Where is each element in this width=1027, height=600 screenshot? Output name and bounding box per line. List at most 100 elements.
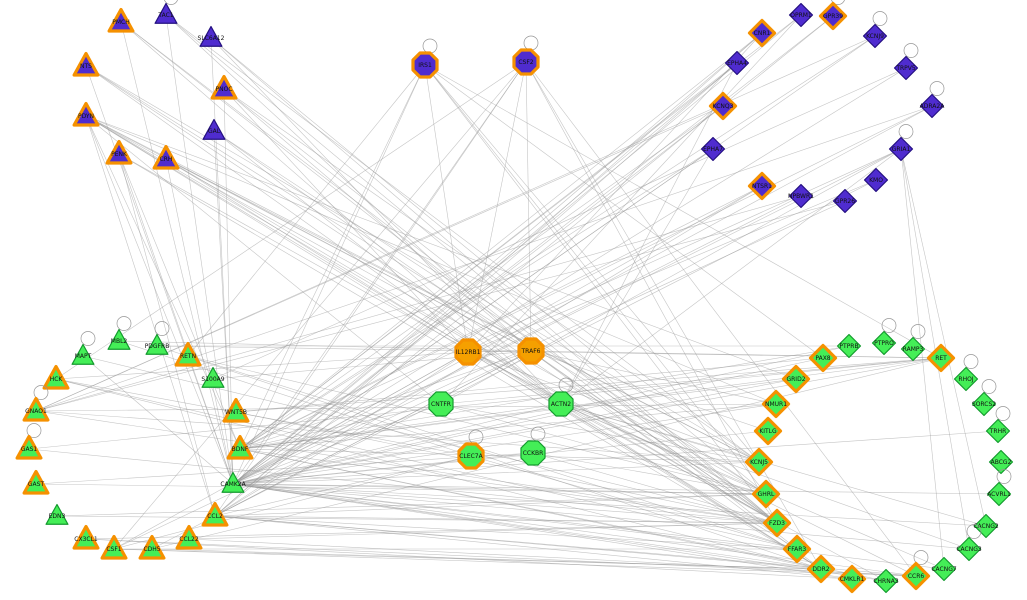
- node-gas1[interactable]: GAS1: [15, 423, 43, 460]
- node-trpv5[interactable]: TRPV5: [893, 43, 919, 81]
- node-acvrl1[interactable]: ACVRL1: [986, 469, 1012, 507]
- triangle-shape: [201, 501, 229, 527]
- node-grid2[interactable]: GRID2: [781, 364, 811, 394]
- node-il12rb1[interactable]: IL12RB1: [454, 338, 482, 366]
- node-csf1[interactable]: CSF1: [100, 534, 128, 560]
- edge-pdyn-nmur1: [85, 115, 777, 405]
- node-ccl22[interactable]: CCL22: [175, 524, 203, 550]
- self-loop: [523, 35, 539, 51]
- node-cckbr[interactable]: CCKBR: [520, 426, 546, 466]
- node-sorcs2[interactable]: SORCS2: [972, 379, 997, 417]
- edge-mapt-fzd3: [82, 355, 778, 524]
- node-gpr26[interactable]: GPR26: [832, 188, 858, 214]
- node-camk2a[interactable]: CAMK2A: [220, 471, 247, 493]
- node-crh[interactable]: CRH: [152, 144, 180, 170]
- node-actn2[interactable]: ACTN2: [548, 377, 574, 417]
- node-mbl2[interactable]: MBL2: [107, 316, 132, 350]
- node-oprm1[interactable]: OPRM1: [788, 2, 814, 28]
- edge-camk2a-pax8: [232, 357, 824, 485]
- node-label: OPRM1: [790, 12, 812, 19]
- node-kcnj9[interactable]: KCNJ9: [862, 11, 888, 49]
- node-gnao1[interactable]: GNAO1: [22, 385, 50, 422]
- edge-csf2-hck: [55, 61, 527, 380]
- node-pax8[interactable]: PAX8: [808, 343, 838, 373]
- node-adra2a[interactable]: ADRA2A: [920, 81, 946, 119]
- edge-pnoc-kcnj5: [223, 88, 760, 463]
- node-gria1[interactable]: GRIA1: [888, 124, 914, 162]
- node-label: TRAF6: [521, 348, 541, 355]
- node-hck[interactable]: HCK: [42, 364, 70, 390]
- node-pdyn[interactable]: PDYN: [72, 101, 100, 127]
- node-ccr6[interactable]: CCR6: [901, 550, 931, 591]
- node-ccl2[interactable]: CCL2: [201, 501, 229, 527]
- edge-actn2-ddr2: [560, 403, 822, 570]
- node-rhoj[interactable]: RHOJ: [953, 354, 979, 392]
- diamond-shape: [888, 136, 914, 162]
- node-penk[interactable]: PENK: [105, 139, 133, 165]
- node-pmch[interactable]: PMCH: [107, 7, 135, 33]
- node-ntsr1[interactable]: NTSR1: [747, 171, 777, 201]
- node-trhr[interactable]: TRHR: [985, 406, 1011, 444]
- node-irs1[interactable]: IRS1: [411, 38, 439, 79]
- node-cntfr[interactable]: CNTFR: [428, 391, 454, 417]
- node-chrna3[interactable]: CHRNA3: [873, 568, 899, 594]
- edge-nts-ghrl: [85, 65, 767, 495]
- node-label: GRID2: [786, 376, 805, 383]
- node-mapt[interactable]: MAPT: [71, 331, 96, 365]
- node-gpr39[interactable]: GPR39: [818, 0, 848, 31]
- node-slc6a12[interactable]: SLC6A12: [198, 25, 225, 47]
- diamond-shape: [788, 2, 814, 28]
- node-kcnj5[interactable]: KCNJ5: [744, 447, 774, 477]
- node-tac1[interactable]: TAC1: [154, 0, 178, 24]
- node-ddr2[interactable]: DDR2: [806, 554, 836, 584]
- node-fzd3[interactable]: FZD3: [762, 508, 792, 538]
- edge-camk2a-kitlg: [232, 430, 769, 485]
- node-kcnq3[interactable]: KCNQ3: [708, 91, 738, 121]
- node-cx3cl1[interactable]: CX3CL1: [72, 524, 100, 550]
- triangle-shape: [175, 524, 203, 550]
- node-label: CDH5: [143, 546, 160, 553]
- node-s100a9[interactable]: S100A9: [201, 366, 225, 388]
- node-cacng3[interactable]: CACNG3: [956, 524, 982, 562]
- node-ramp3[interactable]: RAMP3: [900, 324, 926, 362]
- node-cnr1[interactable]: CNR1: [747, 18, 777, 48]
- node-edn3[interactable]: EDN3: [45, 503, 69, 525]
- node-nmur1[interactable]: NMUR1: [761, 389, 791, 419]
- edge-traf6-csf1: [113, 350, 532, 550]
- node-label: CSF1: [106, 546, 121, 553]
- node-ret[interactable]: RET: [926, 343, 956, 373]
- node-clec7a[interactable]: CLEC7A: [457, 429, 485, 470]
- node-abcg2[interactable]: ABCG2: [988, 449, 1014, 475]
- triangle-shape: [107, 7, 135, 33]
- node-label: SORCS2: [972, 401, 996, 408]
- node-label: MAPT: [75, 353, 92, 360]
- diamond-shape: [873, 568, 899, 594]
- node-label: CCKBR: [523, 450, 544, 457]
- edge-pmch-ffar3: [120, 21, 798, 550]
- node-kitlg[interactable]: KITLG: [753, 416, 783, 446]
- node-ghrl[interactable]: GHRL: [751, 479, 781, 509]
- node-label: PTPRO: [874, 340, 894, 347]
- node-npbwr1[interactable]: NPBWR1: [788, 183, 814, 209]
- node-epha4[interactable]: EPHA4: [724, 50, 750, 76]
- node-retn[interactable]: RETN: [174, 341, 202, 367]
- node-cmklr1[interactable]: CMKLR1: [837, 564, 867, 594]
- node-traf6[interactable]: TRAF6: [517, 337, 545, 365]
- node-bdnf[interactable]: BDNF: [226, 434, 254, 460]
- node-nts[interactable]: NTS: [72, 51, 100, 77]
- node-pdgfrb[interactable]: PDGFRB: [145, 321, 170, 355]
- node-csf2[interactable]: CSF2: [512, 35, 540, 76]
- node-epha7[interactable]: EPHA7: [700, 136, 726, 162]
- node-ptpro[interactable]: PTPRO: [871, 318, 897, 356]
- node-cacng7[interactable]: CACNG7: [931, 556, 957, 582]
- node-kmo[interactable]: KMO: [863, 167, 889, 193]
- node-cacng2[interactable]: CACNG2: [973, 513, 999, 539]
- node-wnt5b[interactable]: WNT5B: [222, 397, 250, 423]
- node-ffar3[interactable]: FFAR3: [782, 534, 812, 564]
- node-pnoc[interactable]: PNOC: [210, 74, 238, 100]
- node-gal[interactable]: GAL: [202, 118, 226, 140]
- node-gast[interactable]: GAST: [22, 469, 50, 495]
- node-ptprb[interactable]: PTPRB: [836, 333, 862, 359]
- node-cdh5[interactable]: CDH5: [138, 534, 166, 560]
